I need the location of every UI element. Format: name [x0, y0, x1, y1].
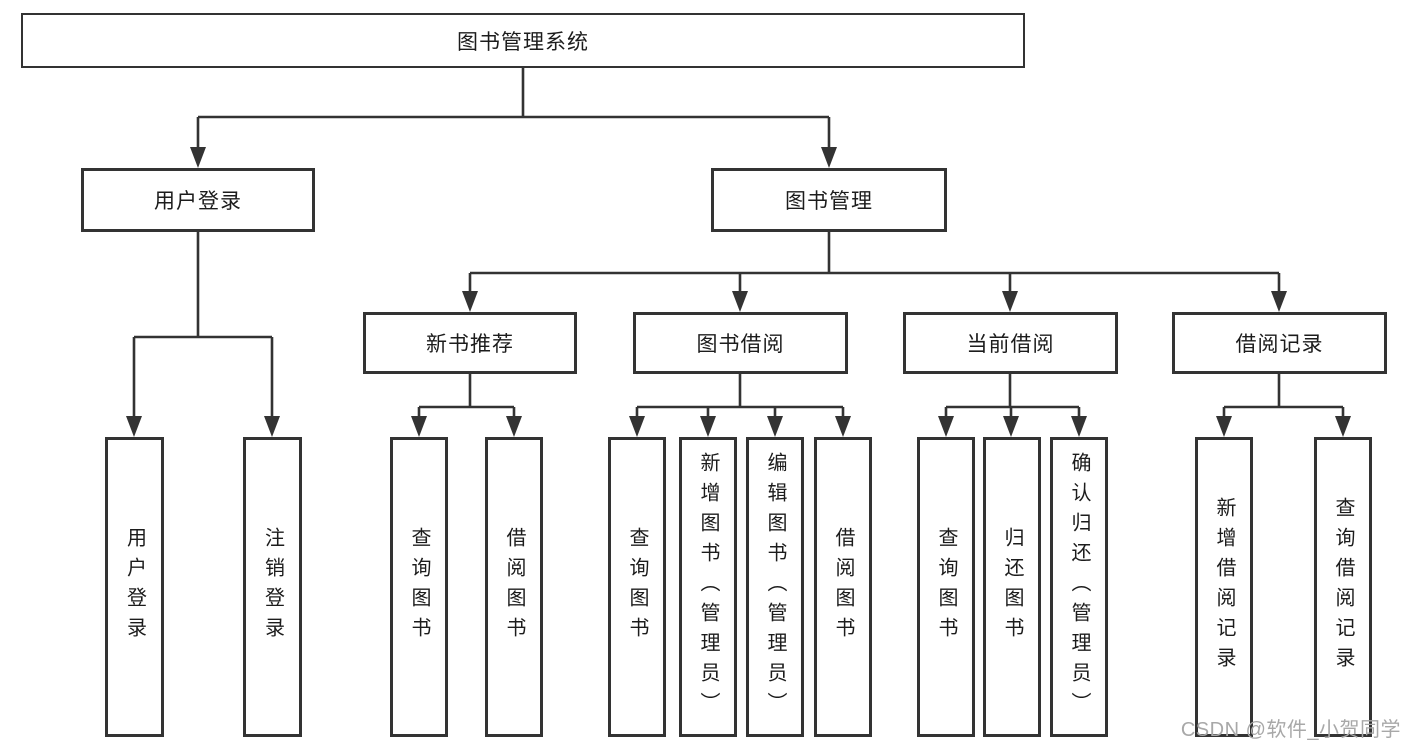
node-borrow-books: 借阅图书 [814, 437, 872, 737]
node-label: 查询图书 [626, 527, 648, 647]
node-add-borrow-record: 新增借阅记录 [1195, 437, 1253, 737]
node-label: 用户登录 [123, 527, 146, 647]
connector-path [132, 68, 1345, 419]
node-query-books-current: 查询图书 [917, 437, 975, 737]
node-label: 确认归还（管理员） [1068, 452, 1090, 722]
node-label: 查询图书 [935, 527, 957, 647]
node-book-management: 图书管理 [711, 168, 947, 232]
node-user-login: 用户登录 [81, 168, 315, 232]
node-label: 借阅图书 [832, 527, 854, 647]
node-label: 归还图书 [1001, 527, 1023, 647]
node-label: 编辑图书（管理员） [764, 452, 786, 722]
node-new-book-recommendation: 新书推荐 [363, 312, 577, 374]
node-label: 新书推荐 [426, 333, 514, 356]
node-query-books-recommend: 查询图书 [390, 437, 448, 737]
node-current-borrowing: 当前借阅 [903, 312, 1118, 374]
node-label: 借阅记录 [1235, 333, 1324, 356]
node-borrowing-records: 借阅记录 [1172, 312, 1387, 374]
node-label: 借阅图书 [503, 527, 525, 647]
node-query-books-borrow: 查询图书 [608, 437, 666, 737]
node-label: 用户登录 [154, 190, 242, 213]
node-label: 查询图书 [408, 527, 430, 647]
node-borrow-books-recommend: 借阅图书 [485, 437, 543, 737]
node-label: 注销登录 [261, 527, 284, 647]
node-label: 图书管理 [785, 190, 873, 213]
node-add-books-admin: 新增图书（管理员） [679, 437, 737, 737]
node-return-books: 归还图书 [983, 437, 1041, 737]
node-label: 图书借阅 [696, 333, 785, 356]
csdn-watermark: CSDN @软件_小贺同学 [1180, 719, 1401, 741]
arrowhead-icons [126, 147, 1351, 437]
node-edit-books-admin: 编辑图书（管理员） [746, 437, 804, 737]
node-query-borrow-record: 查询借阅记录 [1314, 437, 1372, 737]
node-label: 当前借阅 [966, 333, 1055, 356]
node-library-management-system: 图书管理系统 [21, 13, 1025, 68]
node-confirm-return-admin: 确认归还（管理员） [1050, 437, 1108, 737]
node-label: 新增图书（管理员） [697, 452, 719, 722]
node-book-borrowing: 图书借阅 [633, 312, 848, 374]
node-label: 新增借阅记录 [1213, 497, 1235, 677]
node-label: 查询借阅记录 [1332, 497, 1354, 677]
node-user-login-action: 用户登录 [105, 437, 164, 737]
node-logout-action: 注销登录 [243, 437, 302, 737]
node-label: 图书管理系统 [457, 30, 589, 54]
